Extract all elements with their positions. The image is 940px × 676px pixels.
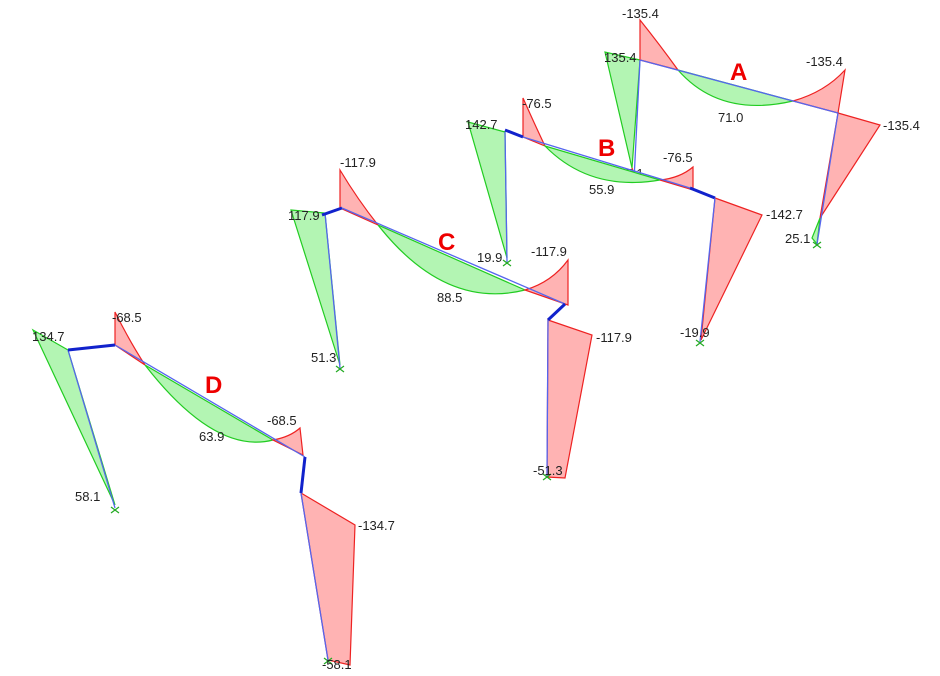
frame-d-beam bbox=[114, 344, 306, 458]
moment-value: 51.3 bbox=[311, 350, 336, 365]
frame-d-beam-rigid-end bbox=[67, 343, 116, 352]
frame-d-right-column-moment bbox=[300, 491, 356, 666]
frame-c-label: C bbox=[438, 229, 455, 256]
moment-value: 71.0 bbox=[718, 110, 743, 125]
frame-b-beam bbox=[522, 136, 691, 189]
frame-c-beam-right-hogging bbox=[523, 258, 569, 306]
moment-value: -58.1 bbox=[322, 657, 352, 672]
frame-c-beam-rigid-end bbox=[546, 302, 567, 322]
support-icon bbox=[323, 657, 333, 665]
moment-value: -117.9 bbox=[531, 244, 567, 259]
moment-value: 55.9 bbox=[589, 182, 614, 197]
frame-b-beam-sagging bbox=[542, 144, 661, 183]
frame-b-beam-right-hogging bbox=[659, 165, 694, 191]
frame-c-right-column bbox=[546, 319, 549, 478]
moment-value: -76.5 bbox=[663, 150, 693, 165]
frame-d-left-column bbox=[67, 349, 116, 509]
frame-c-beam-sagging bbox=[377, 224, 527, 295]
moment-value: -142.7 bbox=[766, 207, 803, 222]
moment-value: 135.4 bbox=[604, 50, 637, 65]
moment-value: -135.4 bbox=[806, 54, 843, 69]
moment-value: -134.7 bbox=[358, 518, 395, 533]
frame-d-beam-right-hogging bbox=[271, 426, 304, 457]
frame-d-beam-sagging bbox=[144, 364, 275, 443]
frame-a-beam-left-hogging bbox=[639, 18, 680, 72]
moment-value: 25.1 bbox=[785, 231, 810, 246]
frame-d: D 134.7 -68.5 63.9 -68.5 -134.7 58.1 -58… bbox=[31, 310, 395, 672]
support-icon bbox=[335, 365, 345, 373]
frame-c-beam-rigid-end bbox=[321, 206, 343, 217]
frame-b-right-column bbox=[699, 197, 716, 343]
moment-value: -68.5 bbox=[267, 413, 297, 428]
frame-a-beam-right-hogging bbox=[790, 68, 846, 114]
moment-value: -51.3 bbox=[533, 463, 563, 478]
moment-value: 88.5 bbox=[437, 290, 462, 305]
moment-value: 58.1 bbox=[75, 489, 100, 504]
frame-b-left-column-moment bbox=[467, 121, 508, 259]
frame-a-beam bbox=[639, 59, 839, 114]
frame-b-beam-rigid-end bbox=[504, 128, 524, 139]
moment-value: -19.9 bbox=[680, 325, 710, 340]
support-icon bbox=[110, 506, 120, 514]
frame-a-label: A bbox=[730, 59, 747, 86]
frame-a-left-column-moment bbox=[604, 51, 641, 169]
frame-a-beam-sagging bbox=[676, 68, 794, 107]
frame-c-left-column bbox=[324, 212, 341, 369]
frame-c: C 117.9 -117.9 88.5 -117.9 -117.9 51.3 -… bbox=[288, 155, 632, 481]
frame-d-label: D bbox=[205, 372, 222, 399]
frame-c-beam bbox=[341, 207, 566, 305]
frame-b: B 142.7 -76.5 55.9 -76.5 -142.7 19.9 -19… bbox=[465, 96, 803, 347]
moment-value: -68.5 bbox=[112, 310, 142, 325]
frame-b-left-column bbox=[504, 131, 508, 263]
moment-value: -117.9 bbox=[596, 330, 632, 345]
frame-b-beam-rigid-end bbox=[689, 186, 716, 200]
frame-c-beam-left-hogging bbox=[339, 167, 379, 226]
moment-value: -135.4 bbox=[622, 6, 659, 21]
moment-value: -117.9 bbox=[340, 155, 376, 170]
support-icon bbox=[542, 473, 552, 481]
moment-value: 134.7 bbox=[32, 329, 65, 344]
frame-d-beam-rigid-end bbox=[299, 456, 307, 494]
moment-value: -135.4 bbox=[883, 118, 920, 133]
support-icon bbox=[812, 241, 822, 249]
frame-b-right-column-moment bbox=[700, 197, 763, 341]
frame-a-right-column bbox=[816, 112, 839, 245]
frame-d-left-column-moment bbox=[31, 328, 116, 506]
frame-a-left-column bbox=[633, 59, 641, 181]
moment-value: 63.9 bbox=[199, 429, 224, 444]
moment-value: 19.9 bbox=[477, 250, 502, 265]
support-icon bbox=[695, 339, 705, 347]
support-icon bbox=[502, 259, 512, 267]
frame-d-right-column bbox=[300, 492, 329, 661]
moment-value: -76.5 bbox=[522, 96, 552, 111]
frame-b-label: B bbox=[598, 135, 615, 162]
moment-value: 142.7 bbox=[465, 117, 498, 132]
frame-c-right-column-moment bbox=[546, 319, 593, 479]
moment-value: 117.9 bbox=[288, 208, 320, 223]
frame-a: A -135.4 135.4 71.0 -135.4 -135.4 25.1 -… bbox=[604, 6, 920, 249]
